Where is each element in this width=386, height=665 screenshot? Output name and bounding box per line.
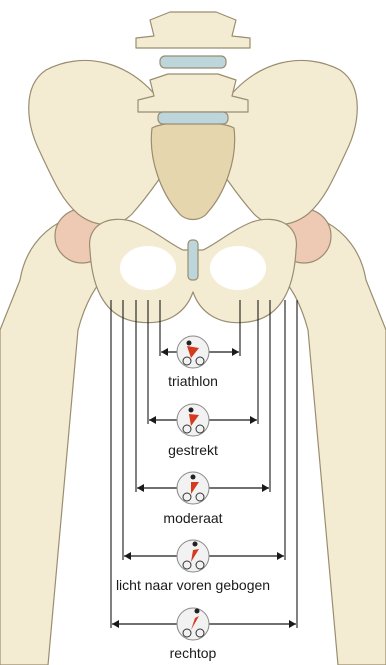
position-label: licht naar voren gebogen	[116, 577, 270, 593]
sit-bone-width-measurements: triathlon gestrekt moderaat licht naar vore…	[111, 300, 297, 661]
arrowhead-left	[161, 348, 168, 356]
position-label: moderaat	[163, 510, 222, 526]
vertebra-lower	[138, 74, 248, 112]
sacrum	[151, 122, 234, 220]
cyclist-slightly-bent-icon	[177, 540, 209, 572]
arrowhead-right	[289, 620, 296, 628]
arrowhead-right	[262, 484, 269, 492]
pubic-symphysis	[188, 240, 198, 280]
cyclist-triathlon-icon	[177, 336, 209, 368]
arrowhead-left	[124, 552, 131, 560]
left-femur	[0, 222, 110, 665]
arrowhead-left	[137, 484, 144, 492]
position-label: rechtop	[170, 645, 217, 661]
cyclist-upright-icon	[177, 608, 209, 640]
right-obturator-foramen	[210, 246, 266, 290]
disc-lower	[158, 112, 228, 124]
position-label: triathlon	[168, 373, 218, 389]
left-obturator-foramen	[120, 246, 176, 290]
right-femur	[276, 222, 386, 665]
cyclist-stretched-icon	[177, 404, 209, 436]
vertebra-upper	[136, 12, 250, 48]
position-label: gestrekt	[168, 442, 218, 458]
arrowhead-left	[149, 416, 156, 424]
arrowhead-left	[112, 620, 119, 628]
arrowhead-right	[250, 416, 257, 424]
cyclist-moderate-icon	[177, 472, 209, 504]
arrowhead-right	[232, 348, 239, 356]
disc-upper	[160, 56, 226, 68]
arrowhead-right	[277, 552, 284, 560]
